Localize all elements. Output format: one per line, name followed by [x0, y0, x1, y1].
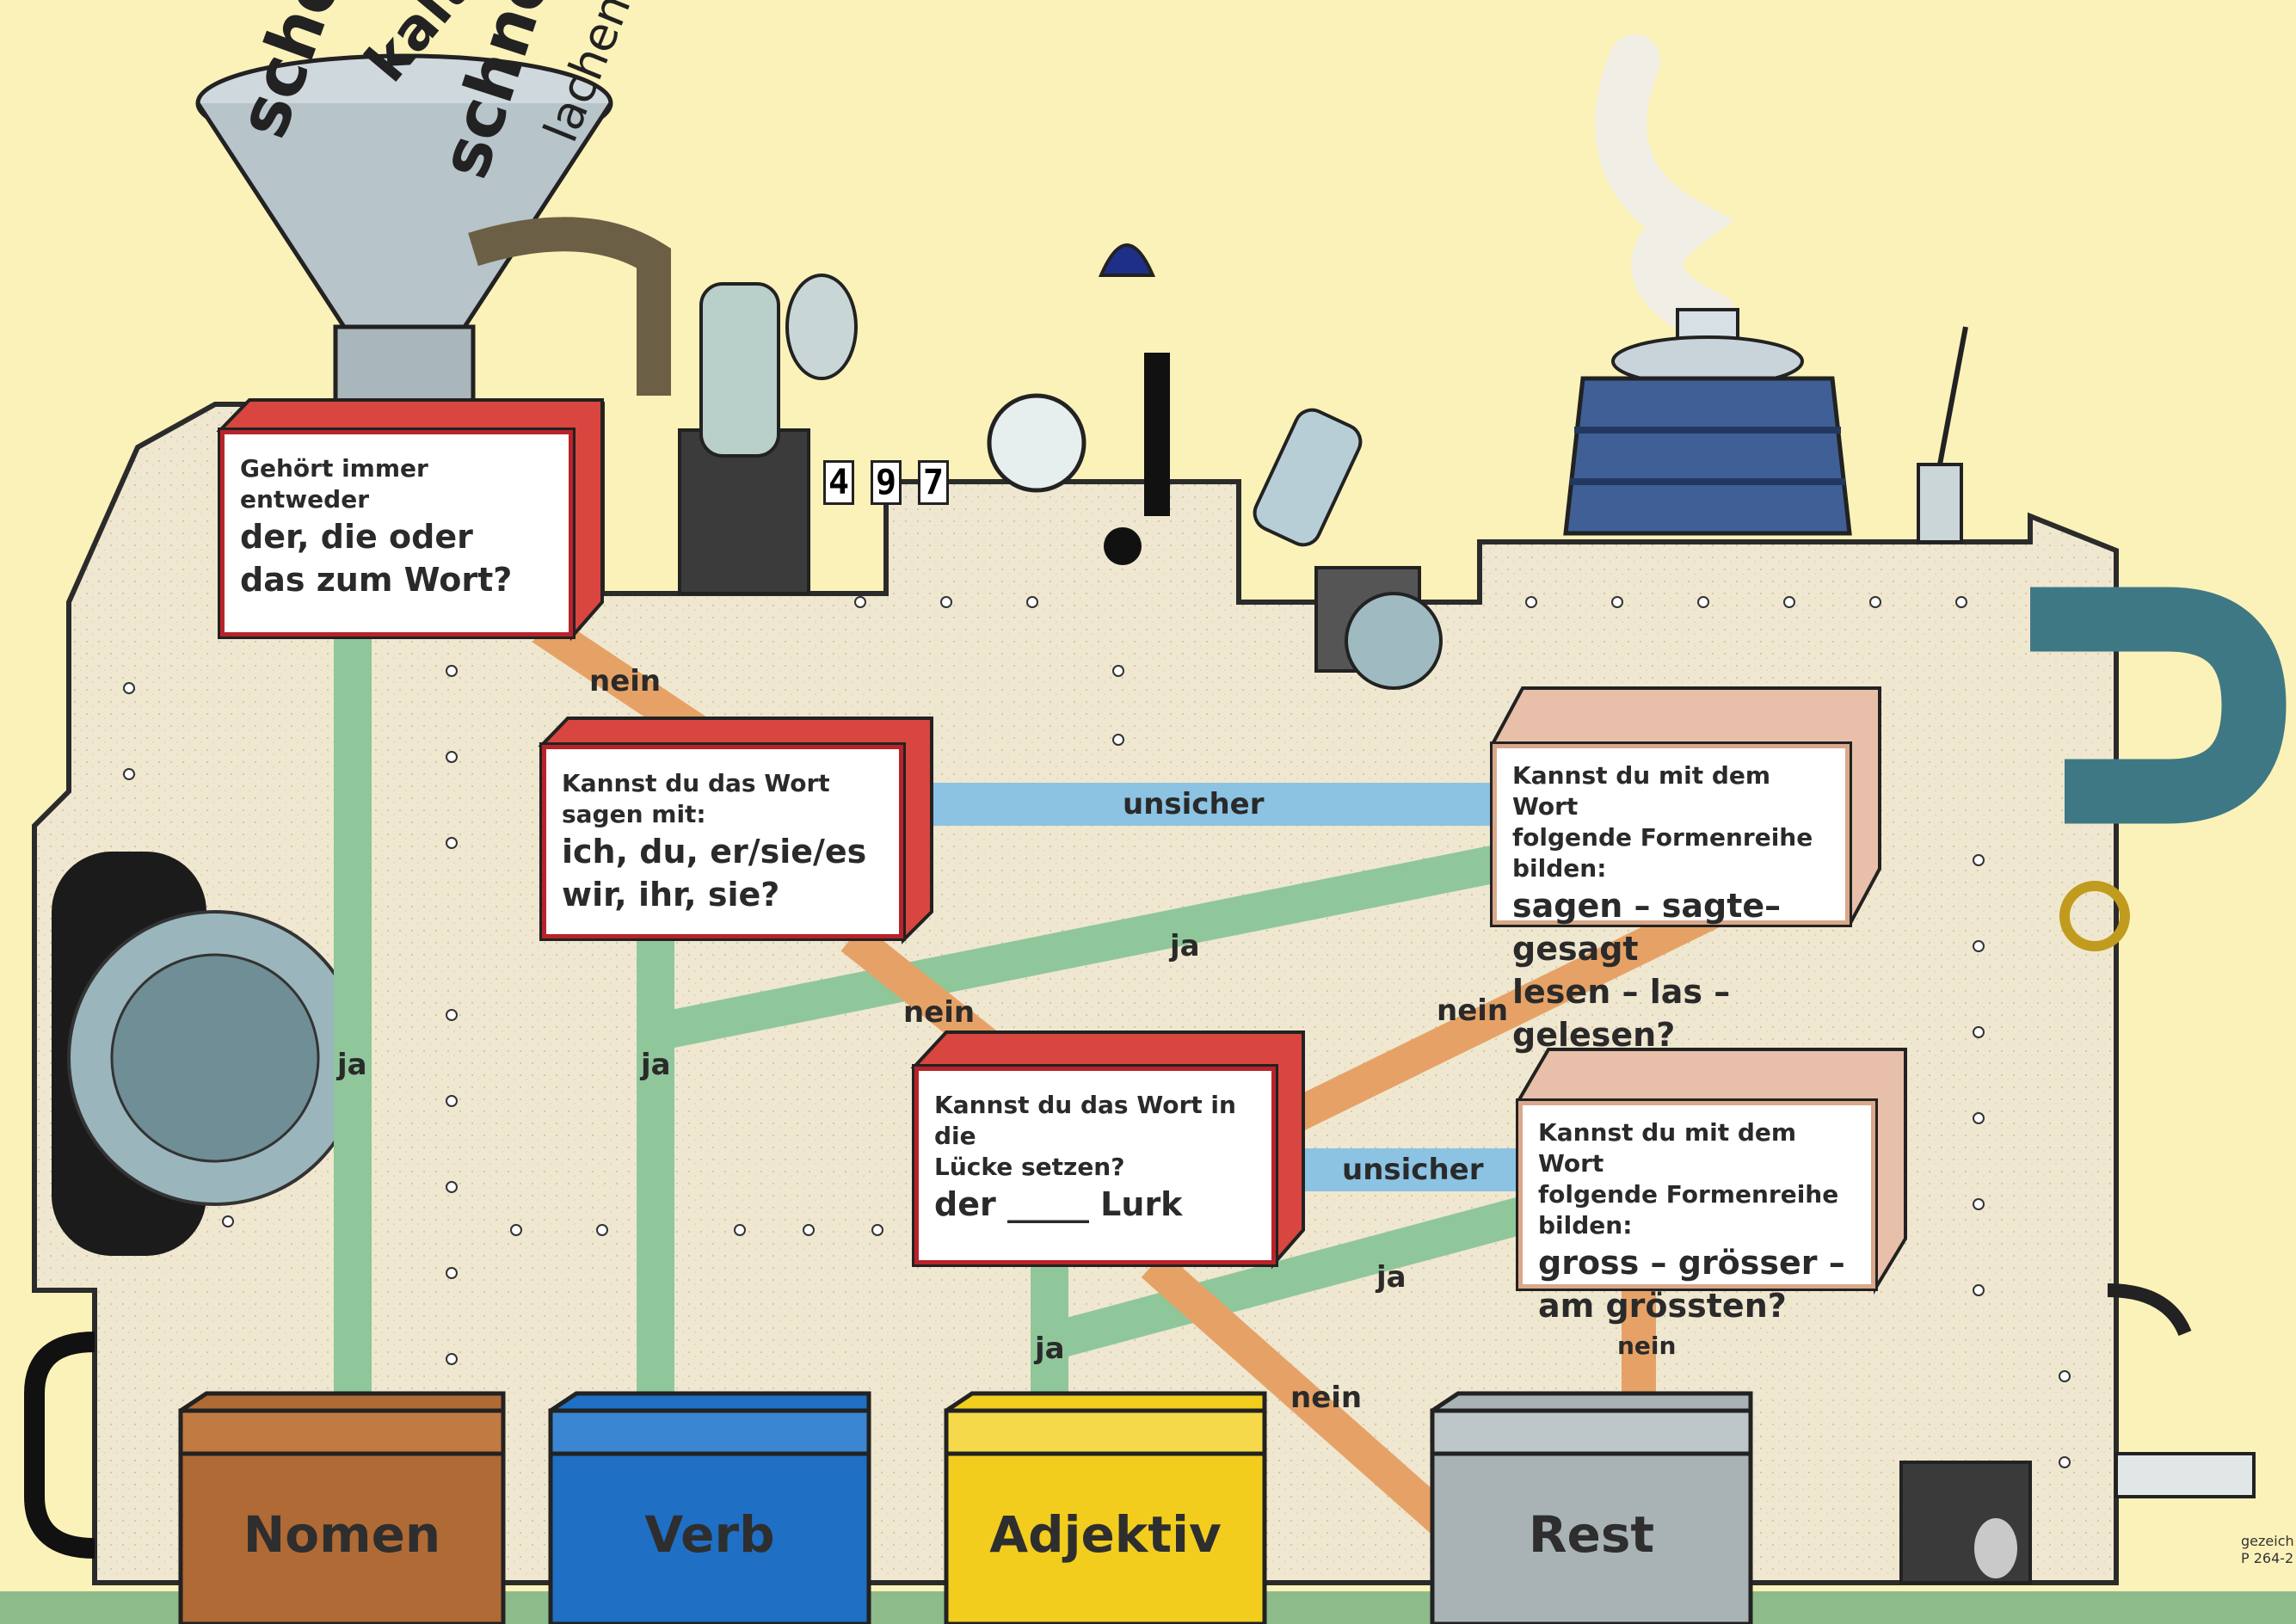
question-text: am grössten?: [1538, 1287, 1787, 1325]
bins: [178, 1391, 1753, 1624]
unsicher-pipes: [920, 783, 1523, 1191]
mouse-door: [1899, 1461, 2032, 1584]
counter-digit-2: 9: [871, 460, 902, 505]
pipe-label-nein: nein: [1437, 993, 1509, 1028]
counter-digit-1: 4: [823, 460, 854, 505]
steam-bellows: [1563, 34, 1968, 544]
bin-label-rest: Rest: [1528, 1505, 1655, 1564]
question-text: der, die oder: [240, 518, 473, 556]
question-text: gross – grösser –: [1538, 1244, 1845, 1282]
right-pipe: [2030, 587, 2287, 824]
ja-pipes: [334, 628, 1536, 1411]
pipe-label-nein: nein: [589, 664, 662, 698]
question-box-gap: Kannst du das Wort in die Lücke setzen? …: [914, 1067, 1276, 1264]
question-text: Kannst du das Wort sagen mit:: [562, 769, 830, 828]
side-handle: [24, 1332, 95, 1559]
wheel-valve: [2059, 881, 2130, 951]
pipe-label-unsicher: unsicher: [1342, 1153, 1484, 1187]
gear-wheel: [52, 852, 363, 1256]
question-text: sagen – sagte– gesagt: [1512, 887, 1782, 968]
credit-text: gezeich P 264-2: [2241, 1533, 2294, 1567]
question-text: der _____ Lurk: [934, 1185, 1183, 1223]
gadgets: [678, 243, 1443, 690]
question-text: das zum Wort?: [240, 561, 513, 599]
question-text: ich, du, er/sie/es: [562, 833, 867, 870]
question-text: Kannst du mit dem Wort: [1512, 761, 1771, 821]
counter-digit-3: 7: [918, 460, 949, 505]
bin-label-adjektiv: Adjektiv: [989, 1505, 1222, 1564]
bin-label-nomen: Nomen: [243, 1505, 441, 1564]
question-text: Gehört immer entweder: [240, 454, 428, 514]
pipe-label-ja: ja: [1376, 1260, 1407, 1295]
pipe-label-ja: ja: [337, 1048, 367, 1082]
pipe-label-ja: ja: [1170, 929, 1200, 963]
pipe-label-nein: nein: [1290, 1381, 1363, 1415]
pipe-label-ja: ja: [1035, 1332, 1065, 1366]
credit-line: P 264-2: [2241, 1550, 2294, 1566]
funnel: [195, 53, 613, 424]
question-box-article: Gehört immer entweder der, die oder das …: [220, 430, 573, 637]
pipe-label-nein: nein: [1617, 1332, 1677, 1360]
pipe-label-unsicher: unsicher: [1123, 787, 1265, 821]
question-text: folgende Formenreihe bilden:: [1512, 823, 1813, 883]
question-box-verb-forms: Kannst du mit dem Wort folgende Formenre…: [1493, 744, 1850, 1054]
bin-label-verb: Verb: [644, 1505, 775, 1564]
pipe-label-nein: nein: [903, 995, 976, 1030]
question-text: lesen – las – gelesen?: [1512, 973, 1731, 1054]
question-text: Kannst du das Wort in die: [934, 1091, 1236, 1150]
credit-line: gezeich: [2241, 1533, 2294, 1549]
question-text: wir, ihr, sie?: [562, 876, 780, 914]
question-box-pronouns: Kannst du das Wort sagen mit: ich, du, e…: [542, 745, 903, 938]
question-text: folgende Formenreihe bilden:: [1538, 1180, 1839, 1240]
pipe-label-ja: ja: [641, 1048, 671, 1082]
question-text: Lücke setzen?: [934, 1153, 1125, 1181]
question-text: Kannst du mit dem Wort: [1538, 1118, 1797, 1178]
question-box-comparison: Kannst du mit dem Wort folgende Formenre…: [1518, 1101, 1875, 1325]
box-sides: [216, 398, 1907, 1295]
